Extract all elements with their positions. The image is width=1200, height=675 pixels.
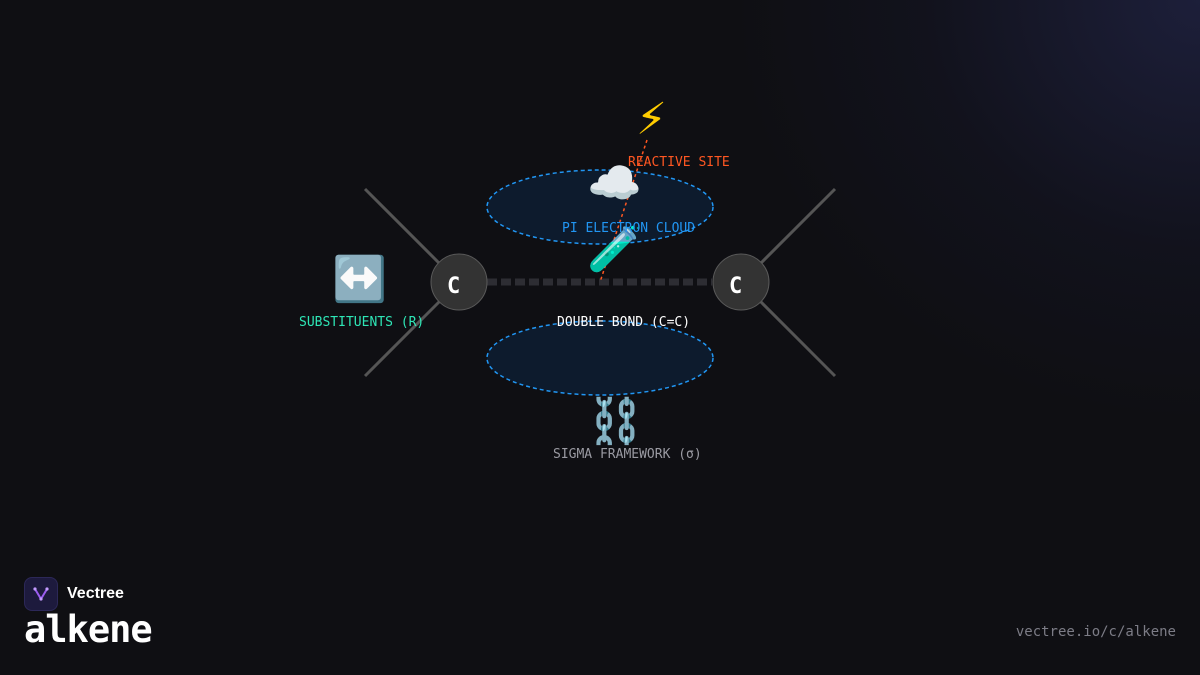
- pi-cloud-lower: [486, 320, 714, 396]
- substituents-label: SUBSTITUENTS (R): [299, 315, 424, 330]
- reactive-site-label: REACTIVE SITE: [628, 155, 730, 170]
- atom-label: C: [447, 274, 460, 299]
- pi-electron-cloud-label: PI ELECTRON CLOUD: [562, 221, 695, 236]
- test-tube-icon: 🧪: [587, 224, 642, 275]
- reactive-site-pointer: [599, 139, 648, 283]
- cloud-icon: ☁️: [587, 158, 642, 209]
- page-title: alkene: [24, 608, 153, 651]
- brand-name: Vectree: [67, 585, 124, 602]
- sigma-framework-label: SIGMA FRAMEWORK (σ): [553, 447, 702, 462]
- lightning-icon: ⚡: [636, 94, 667, 145]
- substituent-bond-top-left: [363, 187, 442, 266]
- double-bond-label: DOUBLE BOND (C=C): [557, 315, 690, 330]
- left-right-arrow-icon: ↔️: [332, 254, 387, 305]
- brand[interactable]: Vectree: [24, 577, 124, 611]
- substituent-bond-bottom-left: [363, 299, 442, 378]
- chain-icon: ⛓️: [588, 396, 643, 447]
- vectree-logo-icon: [24, 577, 58, 611]
- pi-cloud-upper: [486, 169, 714, 245]
- substituent-bond-top-right: [758, 187, 837, 266]
- substituent-bond-bottom-right: [758, 299, 837, 378]
- atom-label: C: [729, 274, 742, 299]
- carbon-atom-left: C: [430, 253, 488, 311]
- page-url[interactable]: vectree.io/c/alkene: [1015, 624, 1176, 640]
- carbon-atom-right: C: [712, 253, 770, 311]
